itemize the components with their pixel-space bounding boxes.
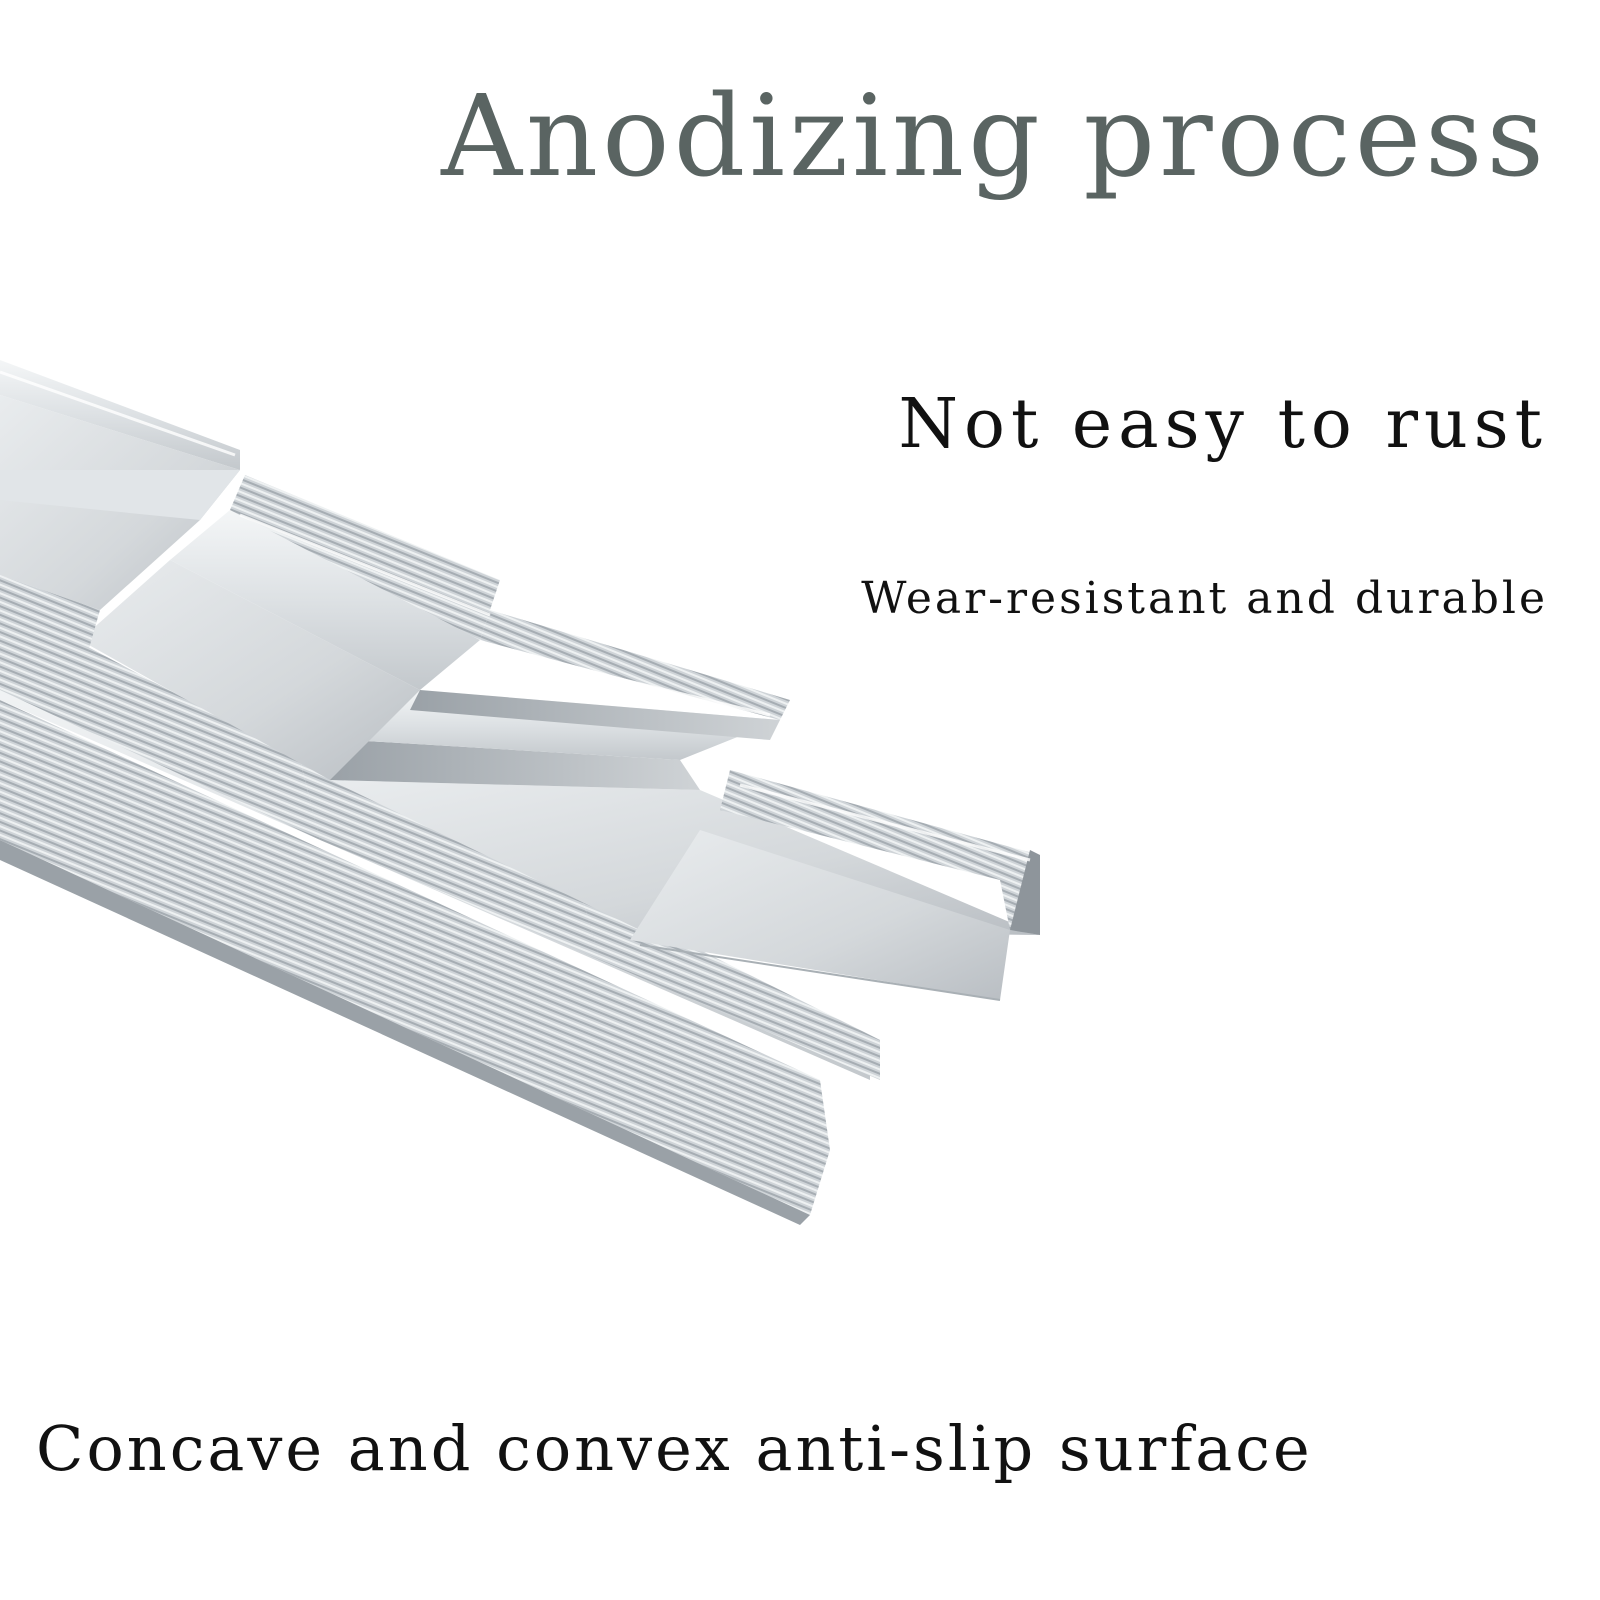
feature-wear-resistant: Wear-resistant and durable — [861, 573, 1548, 624]
profile-layer-nosing — [630, 770, 1040, 1001]
feature-anti-slip-surface: Concave and convex anti-slip surface — [36, 1412, 1313, 1485]
metal-highlights — [0, 370, 1031, 862]
headline-anodizing: Anodizing process — [441, 72, 1548, 202]
profile-layer-1 — [0, 360, 240, 680]
profile-layer-2 — [80, 475, 790, 780]
feature-not-easy-to-rust: Not easy to rust — [898, 385, 1548, 464]
